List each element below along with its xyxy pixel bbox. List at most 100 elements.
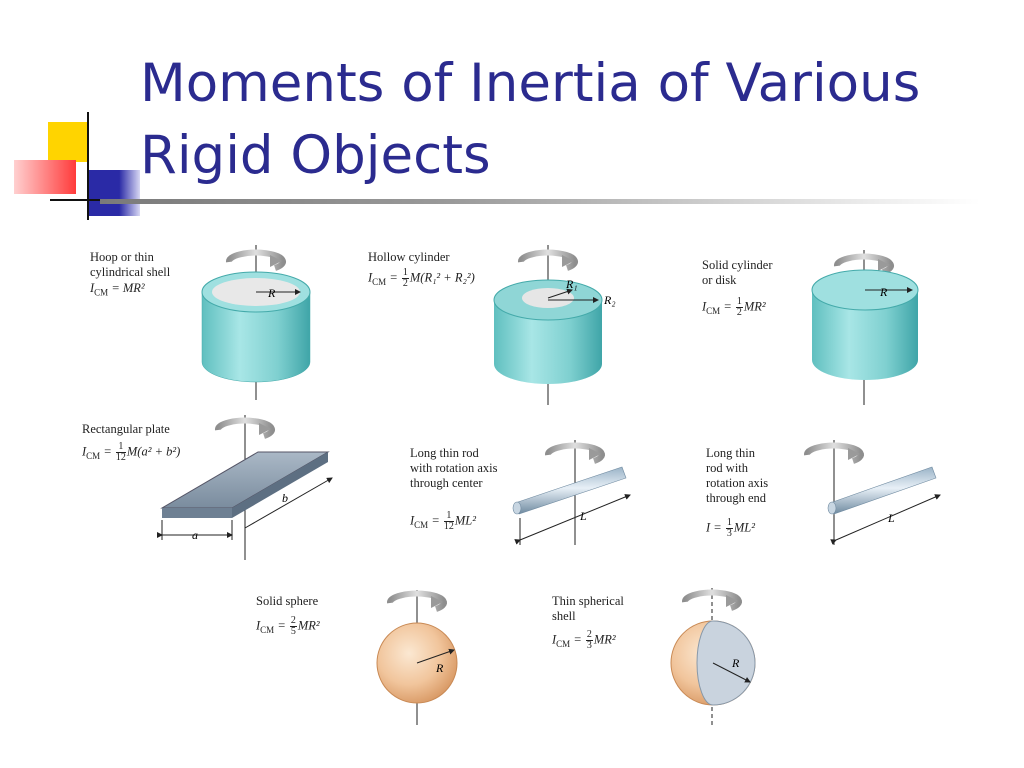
rect-plate-label-line-1: Rectangular plate (82, 422, 170, 436)
solid-sphere-label: Solid sphere (256, 594, 318, 609)
rod-end-label: Long thin rod with rotation axis through… (706, 446, 768, 506)
fraction-numerator: 1 (115, 442, 126, 453)
formula-rhs: = MR² (111, 281, 145, 295)
formula-rhs: ML² (454, 513, 476, 528)
spherical-shell-drawing: R (670, 588, 756, 725)
formula-rhs: ML² (733, 520, 755, 535)
spherical-shell-label-line-2: shell (552, 609, 576, 623)
rod-center-label: Long thin rod with rotation axis through… (410, 446, 498, 491)
fraction-denominator: 3 (726, 528, 732, 539)
rect-plate-label: Rectangular plate (82, 422, 170, 437)
hoop-label: Hoop or thin cylindrical shell (90, 250, 170, 280)
formula-rhs: MR² (743, 299, 766, 314)
plate-dim-a: a (192, 528, 198, 542)
formula-sub: CM (372, 276, 387, 287)
accent-square-red (14, 160, 76, 194)
fraction-denominator: 3 (586, 640, 592, 651)
formula-lhs: I (410, 513, 415, 528)
hoop-dim-r: R (267, 286, 276, 300)
rod-end-label-line-2: rod with (706, 461, 749, 475)
formula-sub: CM (94, 287, 109, 298)
hollow-cylinder-drawing: R₁ R₂ (493, 245, 616, 405)
formula-rhs: M(R₁² + R₂²) (409, 270, 475, 285)
formula-sub: CM (706, 305, 721, 316)
hoop-drawing: R (201, 245, 311, 400)
fraction-denominator: 12 (443, 521, 454, 532)
rod-center-label-line-1: Long thin rod (410, 446, 479, 460)
formula-rhs: MR² (297, 618, 320, 633)
rod-center-drawing: L (512, 440, 631, 545)
accent-vline (87, 112, 89, 220)
solid-sphere-drawing: R (376, 590, 458, 725)
fraction-numerator: 2 (289, 615, 297, 627)
solid-cylinder-label: Solid cylinder or disk (702, 258, 772, 288)
accent-square-yellow (48, 122, 88, 162)
fraction-denominator: 5 (290, 626, 296, 637)
hollow-dim-r2: R₂ (603, 293, 616, 307)
formula-lhs: I (256, 618, 261, 633)
spherical-shell-label-line-1: Thin spherical (552, 594, 624, 608)
solid-cylinder-dim-r: R (879, 285, 888, 299)
fraction-numerator: 1 (401, 267, 409, 279)
fraction-denominator: 12 (115, 452, 126, 463)
shell-dim-r: R (731, 656, 740, 670)
formula-lhs: I (702, 299, 707, 314)
hoop-label-line-1: Hoop or thin (90, 250, 154, 264)
fraction-numerator: 1 (443, 511, 454, 522)
solid-cylinder-drawing: R (811, 250, 919, 405)
title-line-2: Rigid Objects (140, 125, 491, 186)
fraction-denominator: 2 (736, 307, 742, 318)
rect-plate-drawing: a b (157, 415, 333, 560)
hoop-label-line-2: cylindrical shell (90, 265, 171, 279)
formula-lhs: I (90, 281, 95, 295)
solid-sphere-label-line-1: Solid sphere (256, 594, 319, 608)
formula-rhs: MR² (593, 632, 616, 647)
formula-lhs: I (82, 444, 87, 459)
rod-center-label-line-3: through center (410, 476, 483, 490)
formula-lhs: I (706, 520, 711, 535)
spherical-shell-label: Thin spherical shell (552, 594, 624, 624)
accent-hline (50, 199, 112, 201)
plate-dim-b: b (282, 491, 288, 505)
title-divider (100, 199, 980, 204)
solid-cylinder-label-line-2: or disk (702, 273, 737, 287)
rod-end-dim-l: L (887, 511, 895, 525)
formula-sub: CM (86, 450, 101, 461)
slide-title: Moments of Inertia of Various Rigid Obje… (140, 48, 1000, 192)
title-line-1: Moments of Inertia of Various (140, 53, 921, 114)
formula-sub: CM (260, 624, 275, 635)
rod-end-drawing: L (804, 440, 941, 545)
formula-lhs: I (368, 270, 373, 285)
rod-end-label-line-1: Long thin (706, 446, 755, 460)
formula-rhs: M(a² + b²) (126, 444, 181, 459)
rod-end-label-line-4: through end (706, 491, 767, 505)
hollow-cylinder-label: Hollow cylinder (368, 250, 450, 265)
rod-end-label-line-3: rotation axis (706, 476, 769, 490)
formula-sub: CM (414, 519, 429, 530)
sphere-dim-r: R (435, 661, 444, 675)
fraction-denominator: 2 (402, 278, 408, 289)
fraction-numerator: 2 (585, 629, 593, 641)
formula-lhs: I (552, 632, 557, 647)
accent-square-blue (88, 170, 140, 216)
rod-center-dim-l: L (579, 509, 587, 523)
hollow-dim-r1: R₁ (565, 277, 578, 291)
solid-cylinder-label-line-1: Solid cylinder (702, 258, 773, 272)
hollow-cylinder-label-line-1: Hollow cylinder (368, 250, 450, 264)
formula-sub: CM (556, 638, 571, 649)
fraction-numerator: 1 (725, 517, 733, 529)
